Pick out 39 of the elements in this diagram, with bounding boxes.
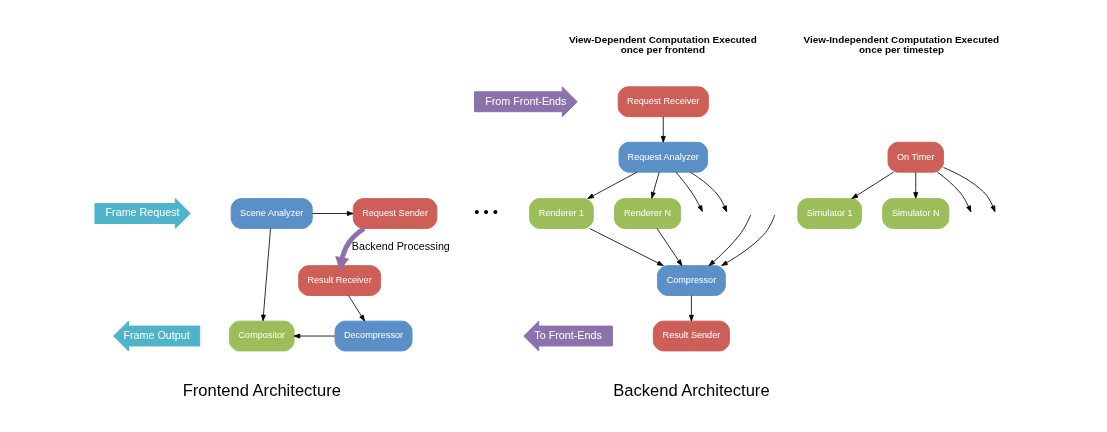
- arrow: [656, 228, 682, 266]
- arrow: [936, 171, 971, 213]
- arrow: [912, 172, 918, 199]
- label: View-Independent Computation Executed once per timestep: [803, 34, 999, 56]
- node-box: Request Analyzer: [618, 141, 708, 173]
- arrow: [675, 171, 703, 212]
- edge-label: Backend Processing: [351, 240, 450, 253]
- arrow: [293, 333, 335, 339]
- node-box: Decompressor: [334, 320, 413, 352]
- label: Frontend Architecture: [182, 381, 341, 401]
- node-box: Renderer 1: [528, 198, 594, 229]
- arrow: [720, 214, 775, 266]
- node-box: On Timer: [887, 141, 944, 173]
- arrow: [650, 172, 660, 199]
- arrow: [942, 167, 995, 213]
- label: • • •: [473, 204, 498, 221]
- node-box: Scene Analyzer: [230, 198, 313, 229]
- arrow: [588, 228, 664, 266]
- arrow: [334, 226, 365, 271]
- arrow: [708, 214, 751, 266]
- arrow: [586, 171, 637, 199]
- arrow: [660, 116, 666, 143]
- arrow: [851, 171, 894, 199]
- arrow: [688, 295, 694, 322]
- arrow: [311, 211, 353, 216]
- node-box: Simulator 1: [796, 198, 862, 229]
- arrow: [260, 228, 271, 322]
- node-box: Renderer N: [613, 198, 681, 229]
- node-box: Request Sender: [352, 198, 437, 229]
- label: View-Dependent Computation Executed once per frontend: [568, 34, 757, 56]
- node-box: Compositor: [228, 320, 295, 352]
- node-box: Result Receiver: [297, 265, 381, 296]
- node-box: Simulator N: [881, 198, 949, 229]
- arrow: [689, 171, 727, 213]
- node-box: Compressor: [656, 265, 726, 296]
- label: Backend Architecture: [612, 381, 770, 401]
- node-box: Request Receiver: [617, 86, 709, 118]
- arrow: [347, 295, 365, 322]
- node-box: Result Sender: [652, 320, 730, 352]
